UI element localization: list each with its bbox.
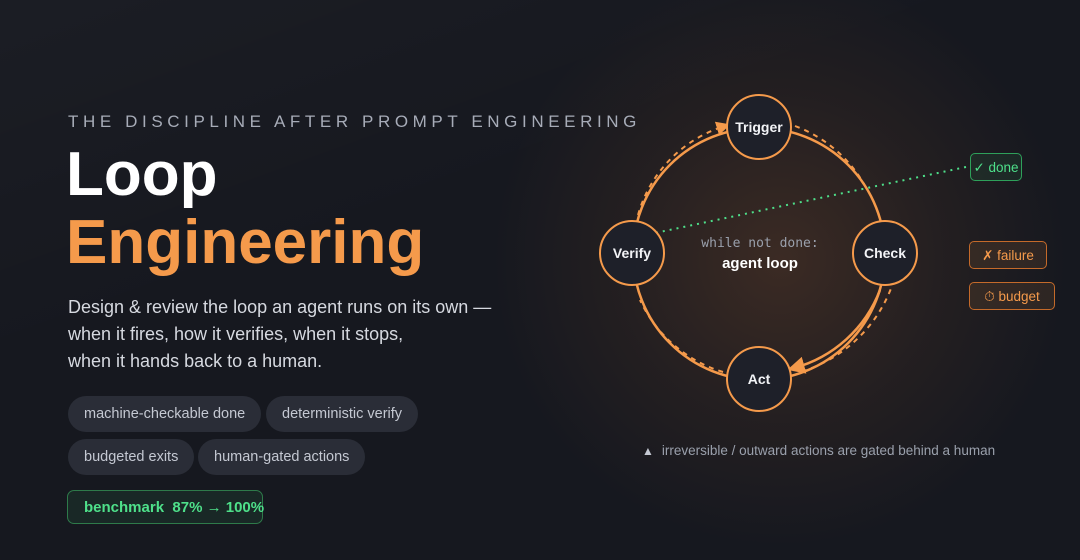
description-line: Design & review the loop an agent runs o… bbox=[68, 297, 492, 317]
chip-deterministic-verify: deterministic verify bbox=[266, 396, 419, 432]
arrow-act-to-verify bbox=[639, 299, 724, 373]
arrow-check-to-act-outer bbox=[799, 279, 895, 373]
chip-machine-checkable-done: machine-checkable done bbox=[68, 396, 262, 432]
loop-center-code: while not done: bbox=[701, 236, 819, 251]
description-line: when it fires, how it verifies, when it … bbox=[68, 324, 404, 344]
title-line-1: Loop bbox=[66, 140, 218, 209]
description-line: when it hands back to a human. bbox=[68, 351, 323, 371]
eyebrow-text: THE DISCIPLINE AFTER PROMPT ENGINEERING bbox=[68, 112, 641, 131]
check-icon: ✓ bbox=[973, 160, 985, 175]
arrow-check-to-act bbox=[787, 289, 882, 374]
chip-human-gated-actions: human-gated actions bbox=[198, 439, 366, 475]
loop-diagram bbox=[607, 121, 967, 382]
node-trigger: Trigger bbox=[726, 94, 792, 160]
node-verify: Verify bbox=[599, 220, 665, 286]
loop-center-label: agent loop bbox=[722, 255, 798, 272]
description: Design & review the loop an agent runs o… bbox=[68, 294, 538, 375]
arrow-verify-to-trigger bbox=[637, 121, 731, 216]
benchmark-value: 87% → 100% bbox=[172, 499, 265, 516]
exit-budget-label: budget bbox=[998, 289, 1040, 304]
exit-failure-tag: ✗ failure bbox=[969, 241, 1047, 269]
title-line-2: Engineering bbox=[66, 208, 425, 277]
chip-budgeted-exits: budgeted exits bbox=[68, 439, 195, 475]
benchmark-badge: benchmark 87% → 100% bbox=[67, 490, 265, 524]
node-act: Act bbox=[726, 346, 792, 412]
exit-done-label: done bbox=[988, 160, 1019, 175]
benchmark-label: benchmark bbox=[84, 499, 165, 516]
arrow-trigger-to-check bbox=[794, 125, 865, 185]
exit-failure-label: failure bbox=[997, 248, 1034, 263]
timer-icon: ⏱ bbox=[984, 289, 995, 304]
warning-triangle-icon: ▲ bbox=[642, 444, 654, 458]
gating-note: ▲ irreversible / outward actions are gate… bbox=[642, 443, 995, 458]
exit-done-tag: ✓ done bbox=[970, 153, 1022, 181]
gating-note-text: irreversible / outward actions are gated… bbox=[661, 443, 996, 458]
node-check: Check bbox=[852, 220, 918, 286]
exit-line-done bbox=[607, 166, 967, 244]
cross-icon: ✗ bbox=[982, 248, 994, 263]
exit-budget-tag: ⏱ budget bbox=[969, 282, 1055, 310]
